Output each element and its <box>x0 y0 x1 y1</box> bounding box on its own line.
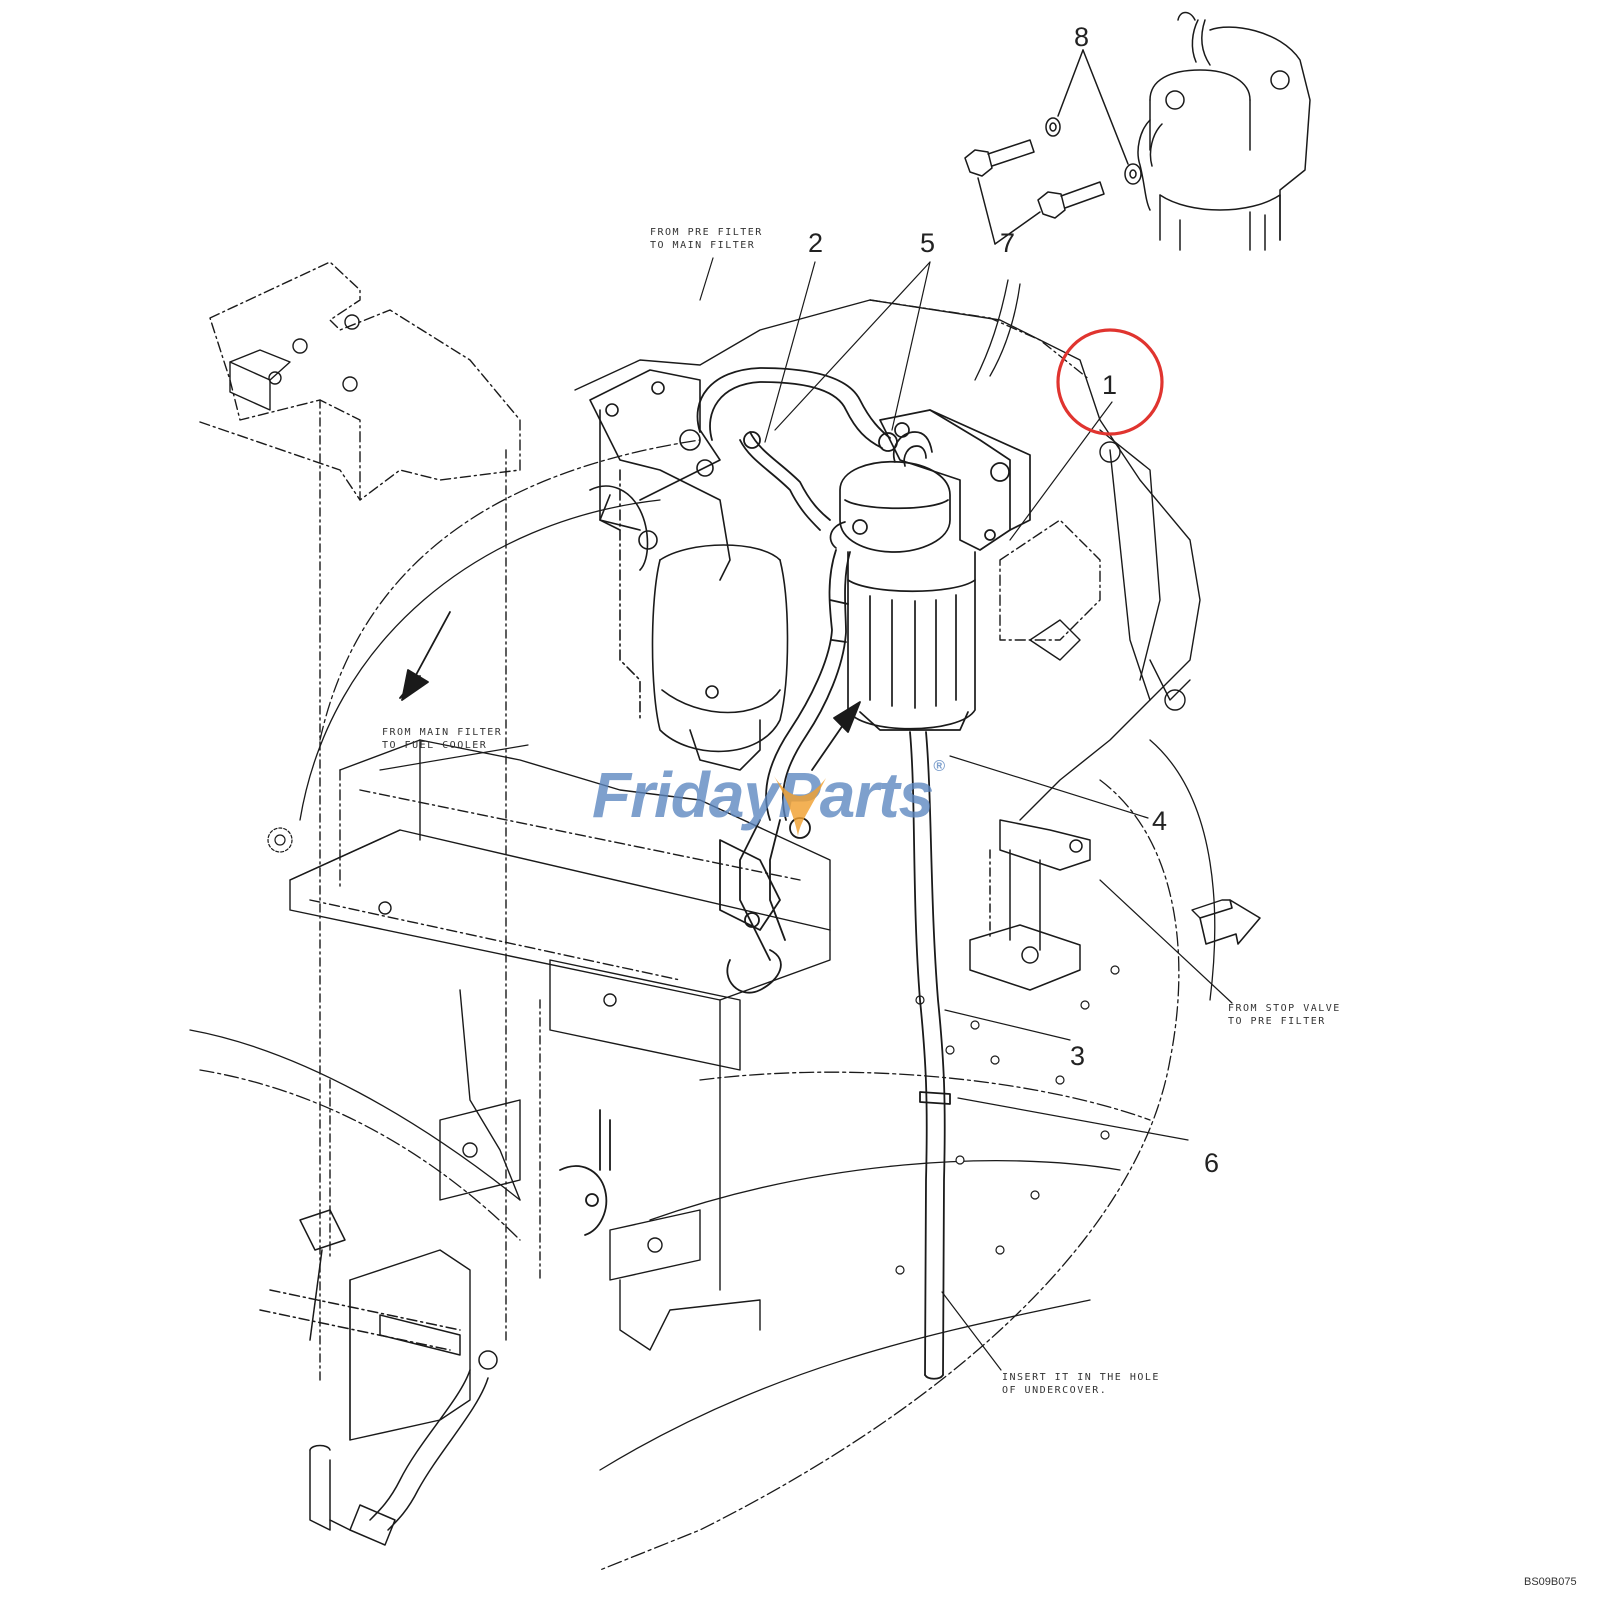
watermark-brand-a: Friday <box>592 759 779 831</box>
callout-6: 6 <box>1204 1148 1220 1178</box>
drawing-code: BS09B075 <box>1524 1576 1577 1588</box>
note-insert-hole: INSERT IT IN THE HOLE OF UNDERCOVER. <box>1002 1372 1160 1396</box>
flow-arrows <box>399 611 1261 945</box>
callout-5: 5 <box>920 228 936 258</box>
note-main-to-cooler: FROM MAIN FILTER TO FUEL COOLER <box>382 727 503 751</box>
leader-lines <box>379 257 1233 1371</box>
callout-7: 7 <box>1000 228 1016 258</box>
watermark-swoosh-icon <box>774 776 826 836</box>
hose-3 <box>909 731 951 1380</box>
floor-plate-outline <box>189 439 1216 1571</box>
main-filter <box>829 409 1031 731</box>
note-stop-to-pre: FROM STOP VALVE TO PRE FILTER <box>1228 1003 1341 1027</box>
lower-pipe <box>259 1209 498 1546</box>
upper-frame-left <box>199 261 521 1381</box>
mount-bracket <box>969 819 1091 991</box>
callout-1: 1 <box>1102 370 1118 400</box>
callout-8: 8 <box>1074 22 1090 52</box>
top-wires <box>974 279 1021 381</box>
tank-body <box>574 299 1201 821</box>
callout-3: 3 <box>1070 1041 1086 1071</box>
callout-4: 4 <box>1152 806 1168 836</box>
watermark-brand-b: Parts <box>778 759 934 831</box>
hose-4 <box>559 549 851 1236</box>
hex-emblem-icon <box>267 827 293 853</box>
watermark-registered-mark: ® <box>933 758 945 775</box>
detail-bolts <box>964 11 1311 251</box>
note-pre-to-main: FROM PRE FILTER TO MAIN FILTER <box>650 227 763 251</box>
brand-watermark: FridayParts® <box>592 758 945 832</box>
pre-filter <box>589 369 789 771</box>
callout-2: 2 <box>808 228 824 258</box>
lower-tray <box>289 739 831 1441</box>
highlight-circle <box>1056 328 1164 436</box>
